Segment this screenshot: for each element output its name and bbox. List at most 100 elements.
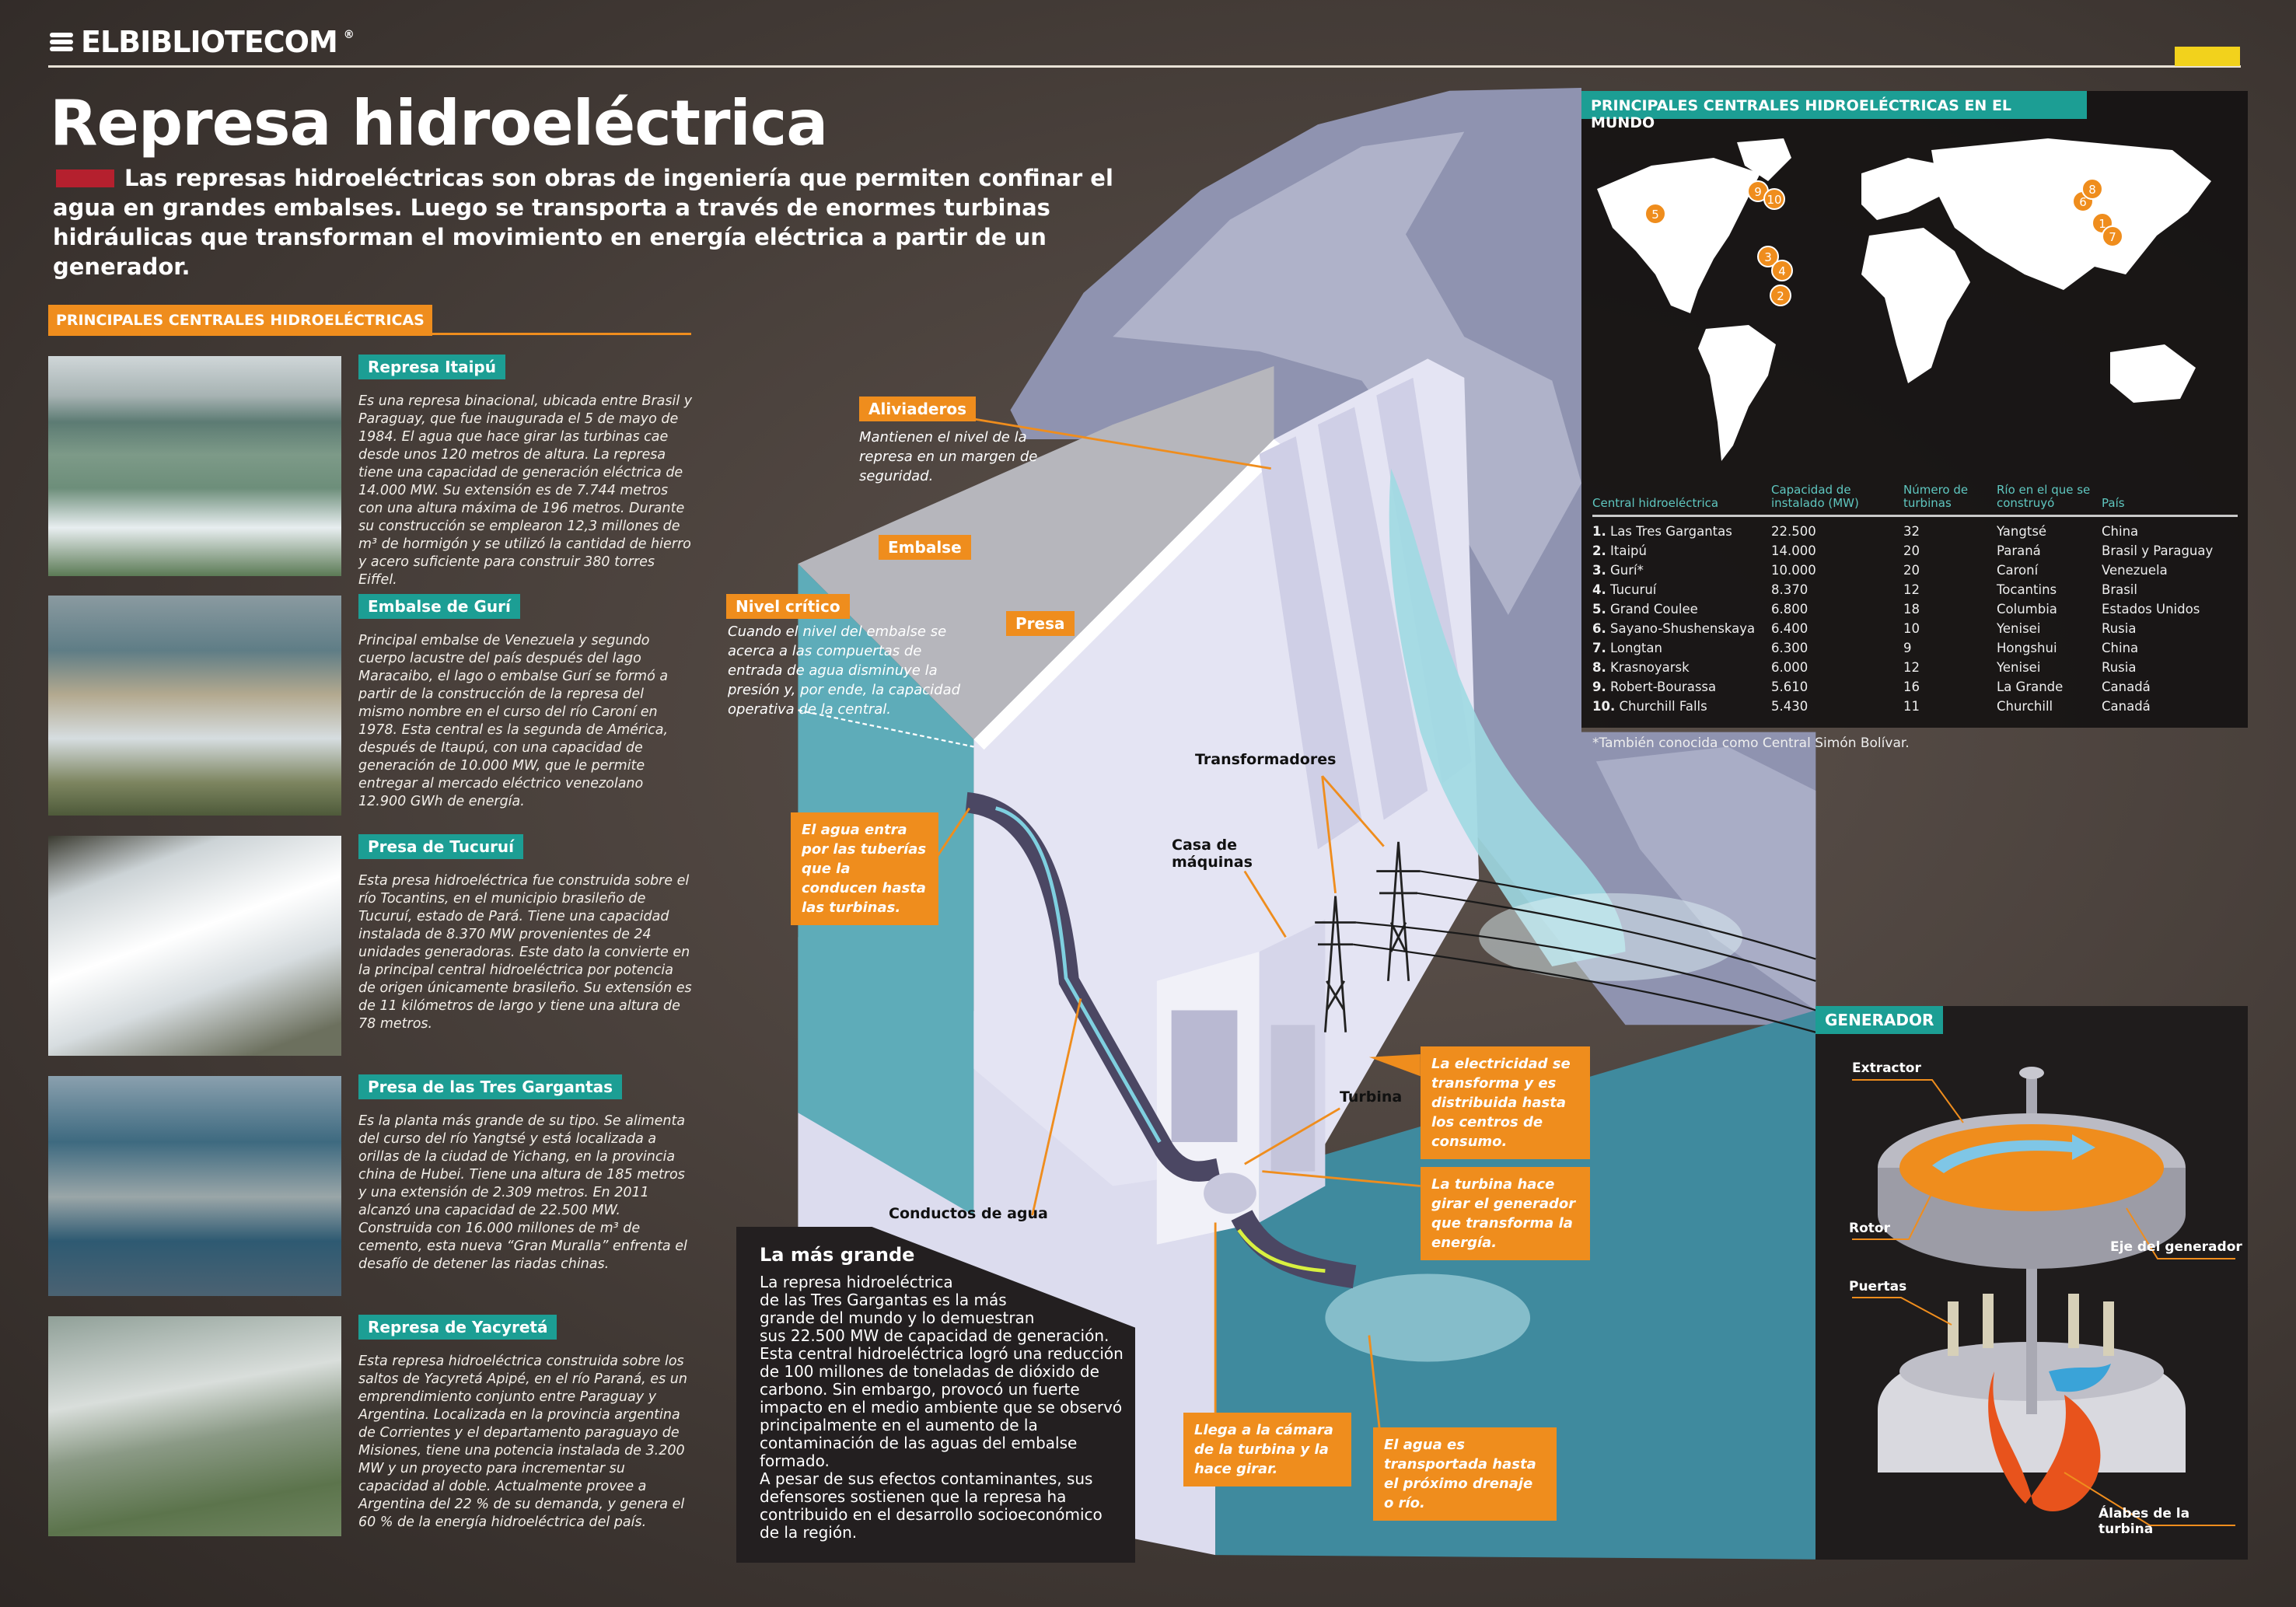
- callout-camara: Llega a la cámara de la turbina y la hac…: [1183, 1413, 1351, 1486]
- power-lines: [1353, 870, 1816, 1033]
- dam-name: Itaipú: [1610, 543, 1647, 558]
- dam-name-label: Embalse de Gurí: [358, 594, 520, 619]
- map-marker-number: 7: [2109, 230, 2116, 244]
- map-marker: 2: [1770, 285, 1791, 306]
- largest-dam-text: La represa hidroeléctrica de las Tres Ga…: [760, 1273, 1124, 1542]
- section-divider: [48, 333, 691, 335]
- rank: 6.: [1592, 621, 1606, 636]
- dam-name: Gurí*: [1610, 563, 1644, 578]
- photo-itaipu: [48, 356, 341, 576]
- map-marker-number: 6: [2079, 195, 2087, 209]
- section-heading: PRINCIPALES CENTRALES HIDROELÉCTRICAS: [48, 305, 432, 336]
- water-mist: [1325, 1273, 1531, 1362]
- cell-mw: 6.300: [1771, 641, 1808, 655]
- leader-lines: [936, 416, 1421, 1428]
- callout-electricidad: La electricidad se transforma y es distr…: [1421, 1046, 1590, 1159]
- africa: [1861, 228, 1970, 383]
- map-marker: 5: [1644, 203, 1666, 225]
- photo-yacyreta: [48, 1316, 341, 1536]
- rotor-label: Rotor: [1849, 1221, 1890, 1236]
- aliviaderos-text: Mantienen el nivel de la represa en un m…: [859, 429, 1038, 484]
- cell-country: China: [2102, 524, 2139, 539]
- dam-name: Las Tres Gargantas: [1610, 524, 1732, 539]
- map-marker: 10: [1763, 188, 1785, 210]
- turbine-blades: [1988, 1371, 2101, 1511]
- site-logo[interactable]: ELBIBLIOTECOM ®: [48, 25, 355, 59]
- column-header: Río en el que se construyó: [1997, 484, 2102, 517]
- cell-turbines: 12: [1903, 582, 1920, 597]
- transmission-tower: [1315, 841, 1421, 1032]
- column-header: Número de turbinas: [1903, 484, 1997, 517]
- world-panel-title: PRINCIPALES CENTRALES HIDROELÉCTRICAS EN…: [1581, 91, 2087, 131]
- photo-guri: [48, 596, 341, 816]
- cell-name: 8. Krasnoyarsk: [1592, 658, 1771, 677]
- dam-description: Esta presa hidroeléctrica fue construida…: [358, 873, 692, 1032]
- presa-tag: Presa: [1006, 611, 1075, 636]
- logo-registered: ®: [343, 29, 355, 41]
- rank: 8.: [1592, 660, 1606, 675]
- cell-country: Venezuela: [2102, 563, 2168, 578]
- cell-country: Brasil y Paraguay: [2102, 543, 2214, 558]
- cell-name: 3. Gurí*: [1592, 561, 1771, 580]
- dam-name: Robert-Bourassa: [1610, 679, 1717, 694]
- map-marker-number: 1: [2099, 217, 2106, 231]
- cell-turbines: 16: [1903, 679, 1920, 694]
- dam-name: Krasnoyarsk: [1610, 660, 1690, 675]
- generator-illustration: [1852, 1067, 2235, 1526]
- map-marker-number: 5: [1651, 208, 1659, 222]
- spillway-2: [1317, 407, 1428, 820]
- cell-name: 7. Longtan: [1592, 638, 1771, 658]
- cell-mw: 5.610: [1771, 679, 1808, 694]
- generator-panel: GENERADOR Extractor Rotor Eje del genera…: [1815, 1006, 2248, 1560]
- dam-name-label: Represa Itaipú: [358, 355, 505, 379]
- cell-name: 2. Itaipú: [1592, 541, 1771, 561]
- north-america: [1597, 158, 1760, 313]
- alabes-label: Álabes de la turbina: [2099, 1506, 2190, 1537]
- logo-text: ELBIBLIOTECOM: [81, 25, 338, 59]
- greenland: [1737, 138, 1791, 181]
- cell-turbines: 9: [1903, 641, 1912, 655]
- map-marker-number: 10: [1767, 193, 1781, 207]
- map-marker-number: 3: [1764, 250, 1772, 264]
- rank: 2.: [1592, 543, 1606, 558]
- header-accent: [2175, 47, 2240, 66]
- cell-river: Caroní: [1997, 563, 2039, 578]
- rank: 3.: [1592, 563, 1606, 578]
- spillway-1: [1259, 436, 1362, 850]
- powerhouse-window: [1270, 1025, 1316, 1172]
- callout-entrada: El agua entra por las tuberías que la co…: [791, 812, 938, 925]
- dam-description: Es una represa binacional, ubicada entre…: [358, 393, 693, 588]
- rank: 1.: [1592, 524, 1606, 539]
- nivel-critico-text: Cuando el nivel del embalse se acerca a …: [728, 624, 961, 718]
- transformadores-label: Transformadores: [1195, 751, 1337, 768]
- map-marker: 7: [2102, 225, 2123, 247]
- cell-turbines: 12: [1903, 660, 1920, 675]
- cell-turbines: 10: [1903, 621, 1920, 636]
- turbine-housing: [1204, 1172, 1256, 1214]
- outflow-pipe: [1231, 1210, 1357, 1289]
- cell-mw: 14.000: [1771, 543, 1816, 558]
- cell-mw: 6.800: [1771, 602, 1808, 617]
- column-header: País: [2102, 484, 2238, 517]
- column-header: Capacidad de instalado (MW): [1771, 484, 1903, 517]
- cell-river: Paraná: [1997, 543, 2041, 558]
- map-marker: 8: [2081, 178, 2103, 200]
- generator-title: GENERADOR: [1815, 1006, 1944, 1034]
- turbina-label: Turbina: [1340, 1088, 1403, 1106]
- turbine-blade-blue: [2049, 1364, 2111, 1392]
- penstock-flow-arrow: [995, 806, 1162, 1144]
- callout-pointer: [1368, 1053, 1421, 1077]
- dam-description: Es la planta más grande de su tipo. Se a…: [358, 1113, 687, 1272]
- dam-name: Longtan: [1610, 641, 1662, 655]
- dam-name-label: Presa de Tucuruí: [358, 834, 524, 859]
- world-panel: PRINCIPALES CENTRALES HIDROELÉCTRICAS EN…: [1581, 91, 2248, 728]
